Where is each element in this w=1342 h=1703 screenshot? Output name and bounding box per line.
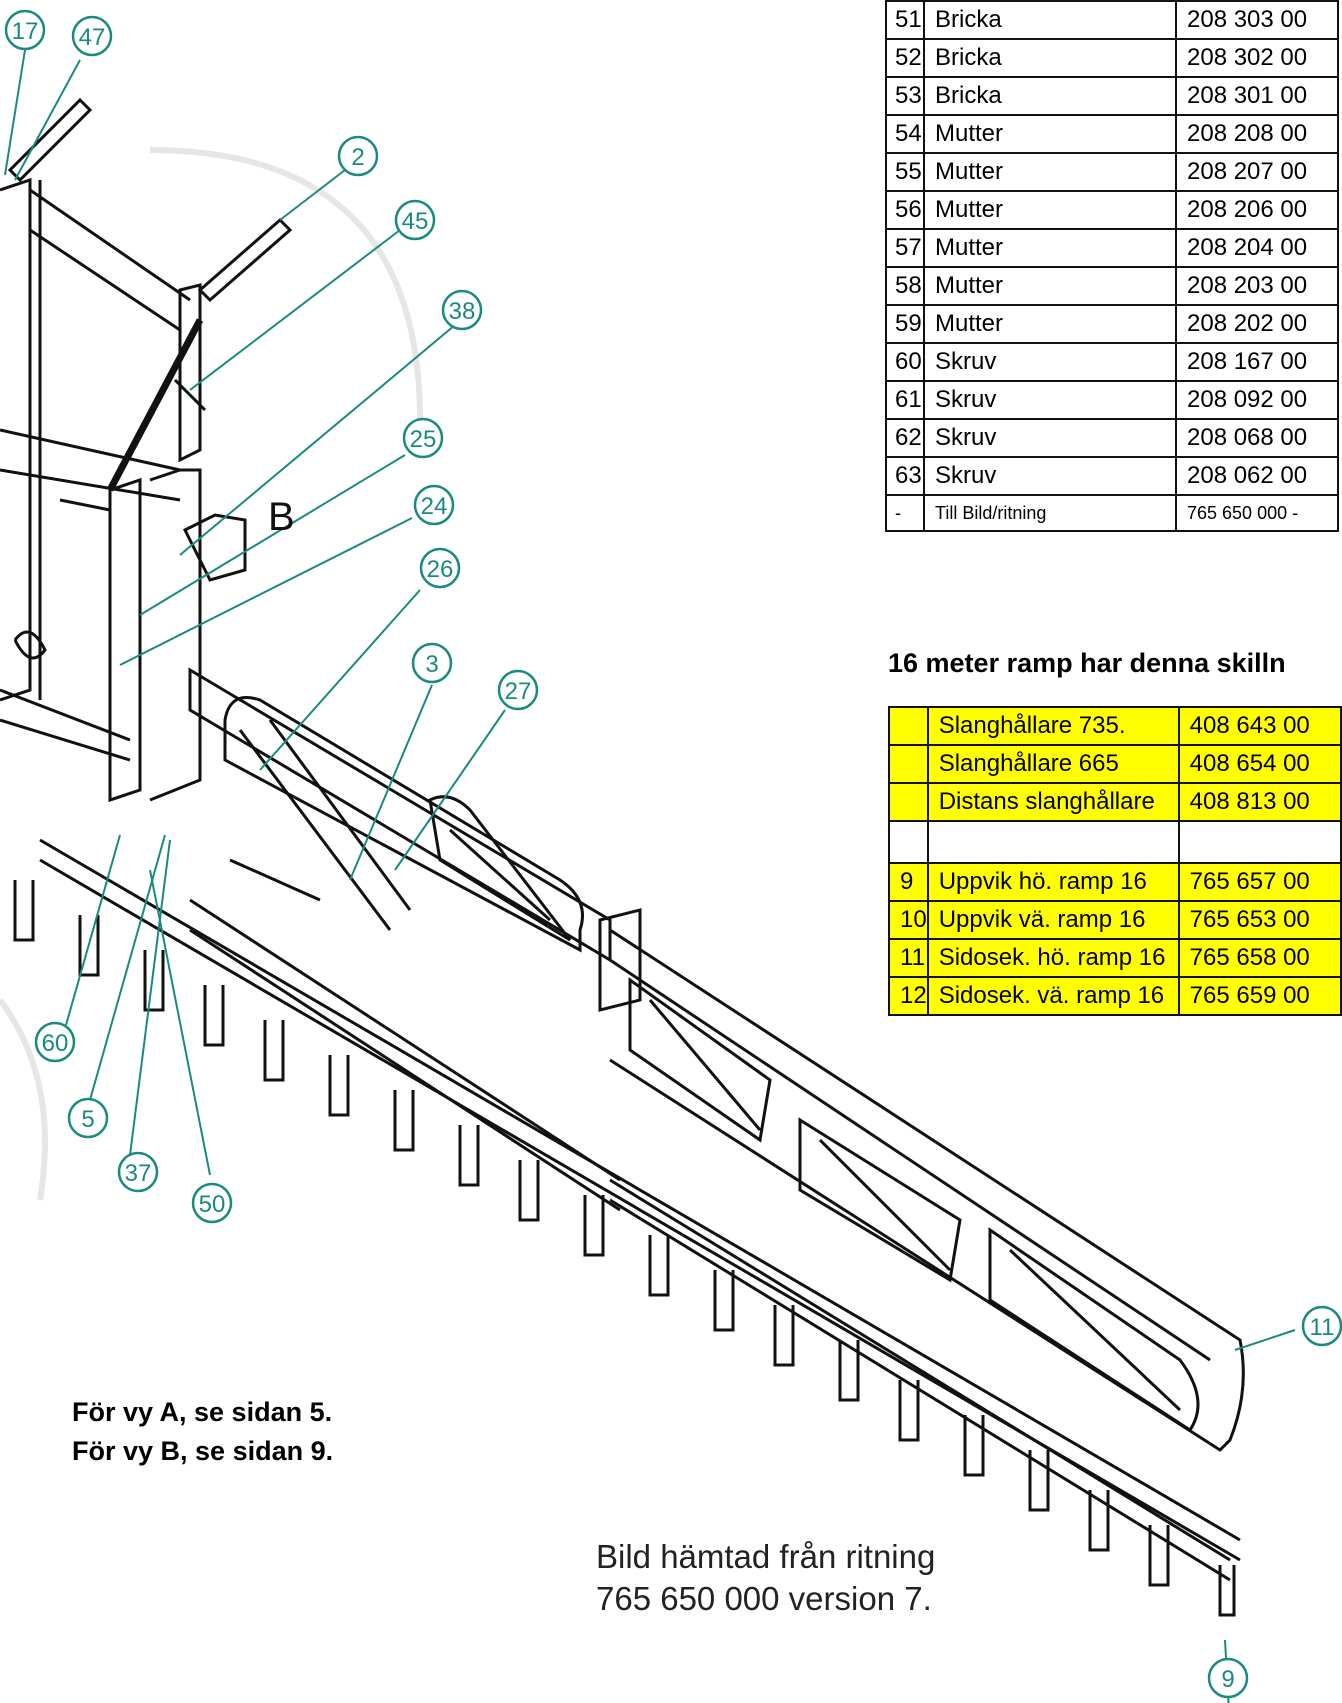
lift-frame: [0, 97, 293, 803]
svg-text:27: 27: [505, 678, 532, 705]
callout-2: 2: [337, 135, 379, 177]
callout-27: 27: [497, 669, 539, 711]
svg-text:38: 38: [449, 298, 476, 325]
callout-11: 11: [1301, 1305, 1342, 1347]
svg-text:26: 26: [427, 556, 454, 583]
callout-24: 24: [413, 484, 455, 526]
note-view-a: För vy A, se sidan 5.: [72, 1397, 333, 1427]
callout-17: 17: [4, 9, 46, 51]
svg-text:9: 9: [1221, 1666, 1234, 1693]
svg-text:37: 37: [125, 1160, 152, 1187]
svg-text:17: 17: [12, 18, 39, 45]
callout-37: 37: [117, 1151, 159, 1193]
callout-25: 25: [402, 417, 444, 459]
svg-text:3: 3: [425, 651, 438, 678]
inner-boom: [188, 667, 642, 1212]
svg-text:60: 60: [42, 1030, 69, 1057]
nozzle-drops: [13, 880, 1236, 1617]
svg-text:5: 5: [81, 1106, 94, 1133]
view-b-label: B: [268, 495, 295, 539]
svg-text:2: 2: [351, 144, 364, 171]
callout-45: 45: [394, 199, 436, 241]
svg-text:11: 11: [1310, 1314, 1335, 1341]
table-row: Slanghållare 735.408 643 00: [888, 706, 1342, 746]
callout-50: 50: [191, 1182, 233, 1224]
callout-38: 38: [441, 289, 483, 331]
source-line-1: Bild hämtad från ritning: [596, 1538, 936, 1575]
ramp16-table: Slanghållare 735.408 643 00 Slanghållare…: [888, 706, 1342, 1016]
callout-3: 3: [411, 642, 453, 684]
outer-boom: [609, 928, 1245, 1582]
table-row-blank: [888, 820, 1342, 864]
callout-5: 5: [67, 1097, 109, 1139]
svg-text:25: 25: [410, 426, 437, 453]
ramp16-heading: 16 meter ramp har denna skilln: [888, 648, 1286, 678]
callout-9: 9: [1207, 1657, 1249, 1699]
svg-text:24: 24: [421, 493, 448, 520]
leader-lines: [4, 49, 1296, 1703]
svg-text:45: 45: [402, 208, 429, 235]
callout-47: 47: [71, 15, 113, 57]
svg-text:50: 50: [199, 1191, 226, 1218]
ramp16-table-viewport: Slanghållare 735.408 643 00 Slanghållare…: [888, 706, 1342, 1066]
callout-60: 60: [34, 1021, 76, 1063]
source-line-2: 765 650 000 version 7.: [596, 1580, 932, 1617]
svg-text:47: 47: [79, 24, 106, 51]
nozzle-bar: [39, 838, 1241, 1562]
callout-26: 26: [419, 547, 461, 589]
note-view-b: För vy B, se sidan 9.: [72, 1436, 334, 1466]
